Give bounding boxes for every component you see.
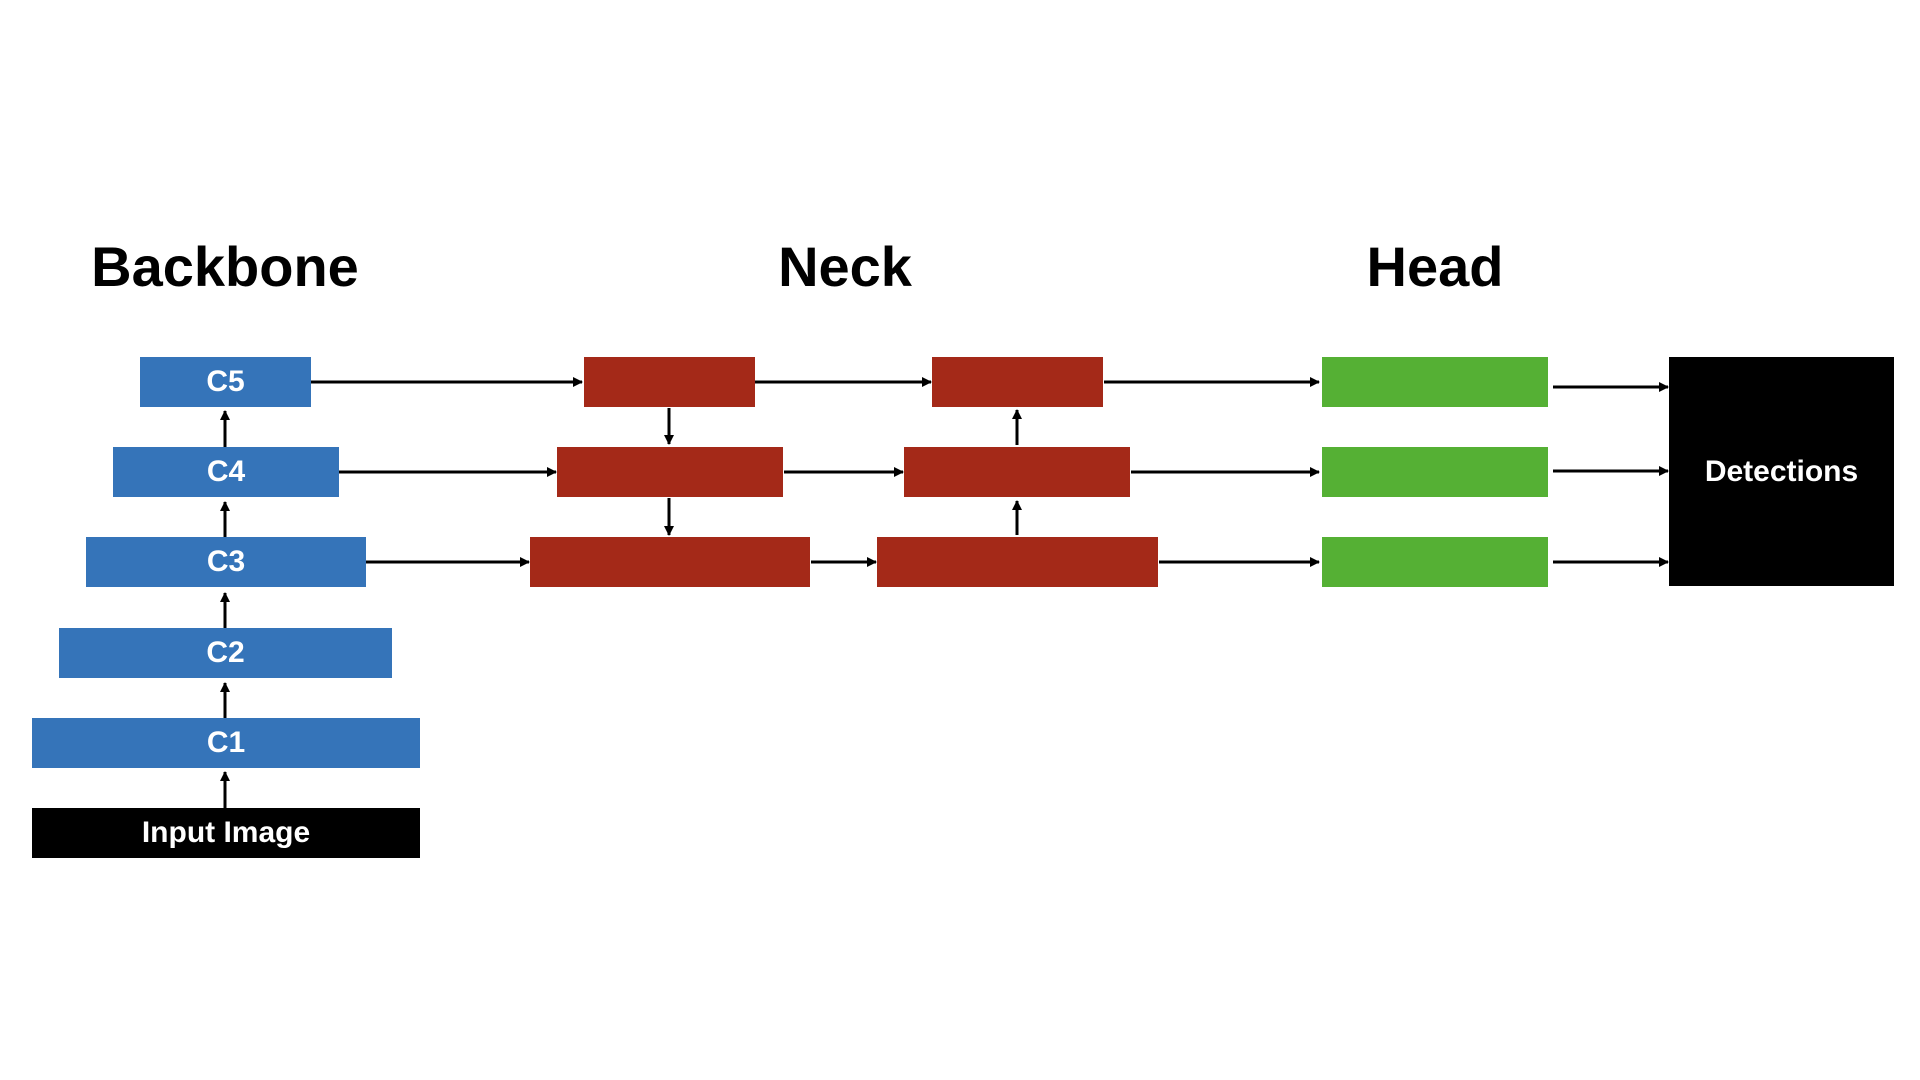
neck-top-down-block-2 — [557, 447, 783, 497]
backbone-block-c2: C2 — [59, 628, 392, 678]
head-block-2 — [1322, 447, 1548, 497]
neck-bottom-up-block-3 — [877, 537, 1158, 587]
detections-block: Detections — [1669, 357, 1894, 586]
neck-top-down-block-1 — [584, 357, 755, 407]
backbone-block-c1: C1 — [32, 718, 420, 768]
backbone-block-c4: C4 — [113, 447, 339, 497]
neck-bottom-up-block-1 — [932, 357, 1103, 407]
section-title-neck: Neck — [778, 235, 912, 298]
neck-top-down-block-3 — [530, 537, 810, 587]
section-title-head: Head — [1366, 235, 1504, 298]
head-block-1 — [1322, 357, 1548, 407]
backbone-block-c5: C5 — [140, 357, 311, 407]
neck-bottom-up-block-2 — [904, 447, 1130, 497]
input-image-block: Input Image — [32, 808, 420, 858]
head-block-3 — [1322, 537, 1548, 587]
section-title-backbone: Backbone — [91, 235, 359, 298]
backbone-block-c3: C3 — [86, 537, 366, 587]
